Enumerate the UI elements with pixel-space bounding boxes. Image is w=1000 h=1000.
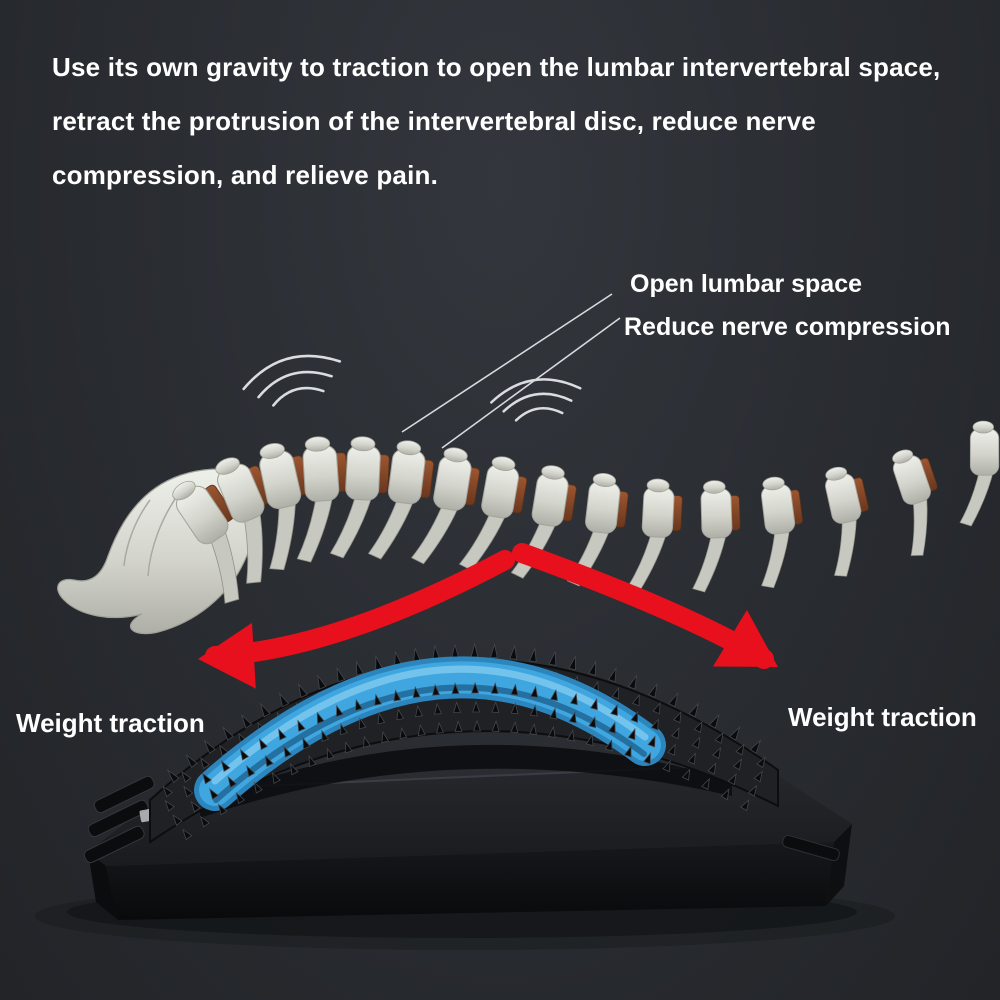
back-stretcher-device	[83, 642, 852, 920]
right-slot	[782, 834, 840, 862]
annotation-lines	[401, 293, 621, 449]
massage-spikes-front	[164, 681, 763, 841]
device-base	[83, 744, 852, 920]
headline-line-3: compression, and relieve pain.	[52, 160, 439, 190]
weight-traction-label-right: Weight traction	[788, 702, 977, 732]
callout-open-lumbar-space: Open lumbar space	[630, 270, 863, 298]
vibration-waves-left	[242, 354, 342, 407]
adjustment-notches	[83, 775, 155, 864]
callout-reduce-nerve-compression: Reduce nerve compression	[624, 313, 951, 341]
red-arrow-left	[198, 550, 515, 689]
red-arrow-right	[512, 543, 778, 669]
headline-line-2: retract the protrusion of the interverte…	[52, 106, 816, 136]
headline-text: Use its own gravity to traction to open …	[52, 40, 982, 202]
spine-illustration	[172, 420, 1000, 604]
blue-acupressure-pad	[194, 656, 666, 811]
weight-traction-label-left: Weight traction	[16, 708, 205, 738]
headline-line-1: Use its own gravity to traction to open …	[52, 52, 941, 82]
vibration-waves-right	[490, 378, 582, 422]
